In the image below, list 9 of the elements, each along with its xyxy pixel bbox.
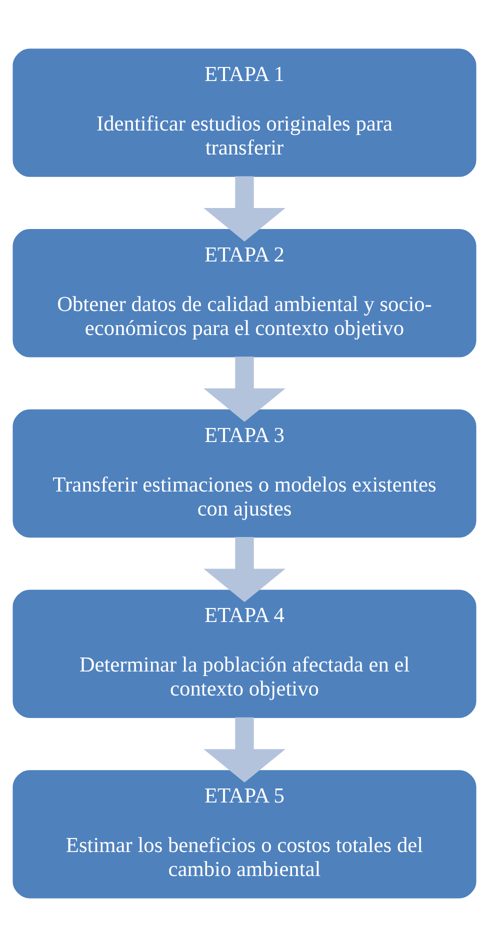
node-box: ETAPA 1 Identificar estudios originales para transferir	[12, 48, 476, 176]
node-box: ETAPA 4 Determinar la población afectada en el contexto objetivo	[12, 589, 476, 718]
node-box: ETAPA 3 Transferir estimaciones o modelos existentes con ajustes	[12, 408, 476, 538]
arrow	[204, 176, 286, 241]
node-box: ETAPA 2 Obtener datos de calidad ambiental y socio-económicos para el contexto objetivo	[12, 228, 476, 357]
arrow	[204, 356, 286, 422]
node-box: ETAPA 5 Estimar los beneficios o costos totales del cambio ambiental	[12, 770, 476, 898]
arrow	[204, 716, 286, 782]
arrow	[204, 536, 286, 602]
